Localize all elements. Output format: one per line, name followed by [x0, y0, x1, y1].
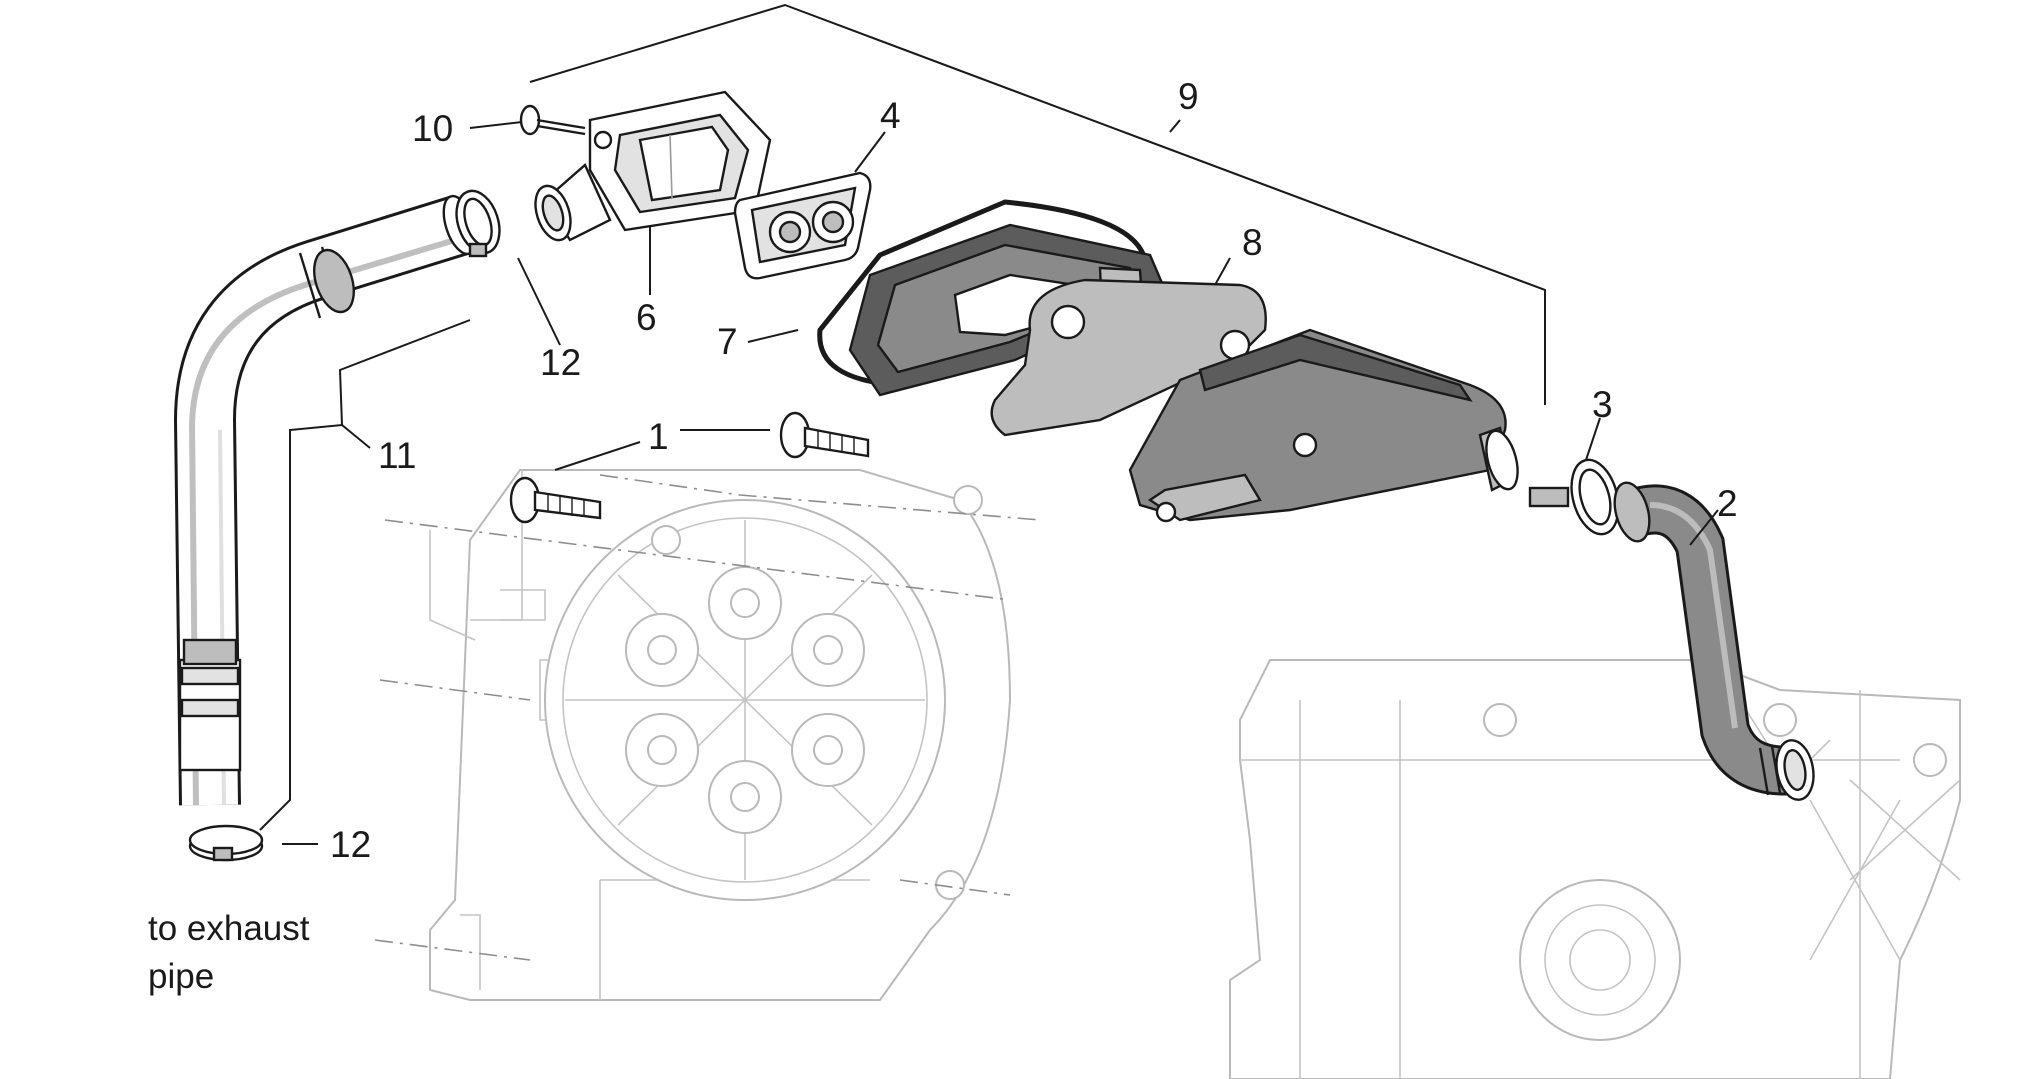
callout-7: 7: [717, 321, 738, 362]
part-3-clamp: [1528, 458, 1620, 536]
callout-2: 2: [1717, 483, 1738, 524]
part-1-screw-rear: [779, 411, 870, 459]
exhaust-note: to exhaust pipe: [148, 909, 310, 996]
part-8-plate: [990, 278, 1267, 437]
part-1-screw-front: [509, 476, 602, 524]
crankcase-outline: [1229, 659, 1961, 1079]
part-11-hose: [173, 194, 478, 806]
callout-6: 6: [636, 297, 657, 338]
callout-9: 9: [1178, 76, 1199, 117]
part-6-valve-housing: [534, 90, 772, 242]
part-12-clamp-lower: [188, 824, 264, 862]
callout-3: 3: [1592, 384, 1613, 425]
part-12-clamp-upper: [455, 189, 501, 258]
callout-8: 8: [1242, 222, 1263, 263]
engine-cover-outline: [429, 469, 1012, 1001]
callout-12-upper: 12: [540, 342, 581, 383]
callout-12-lower: 12: [330, 824, 371, 865]
alignment-lines: [374, 474, 1041, 961]
callout-1: 1: [648, 416, 669, 457]
callout-10: 10: [412, 108, 453, 149]
part-2-hose: [1613, 481, 1815, 801]
exhaust-note-line-1: to exhaust: [148, 909, 310, 948]
cooling-fan-outline: [544, 499, 946, 901]
exhaust-note-line-2: pipe: [148, 957, 214, 996]
callout-4: 4: [880, 95, 901, 136]
part-9-reed-housing: [1128, 328, 1519, 523]
part-10-screw: [519, 104, 586, 136]
callouts: 10 4 9 8 6 7 12 11 1 3 2 12: [330, 76, 1738, 865]
leader-lines: [259, 3, 1719, 845]
callout-11: 11: [378, 435, 416, 476]
part-4-gasket: [733, 171, 872, 280]
reed-valve-block: [848, 223, 1167, 397]
